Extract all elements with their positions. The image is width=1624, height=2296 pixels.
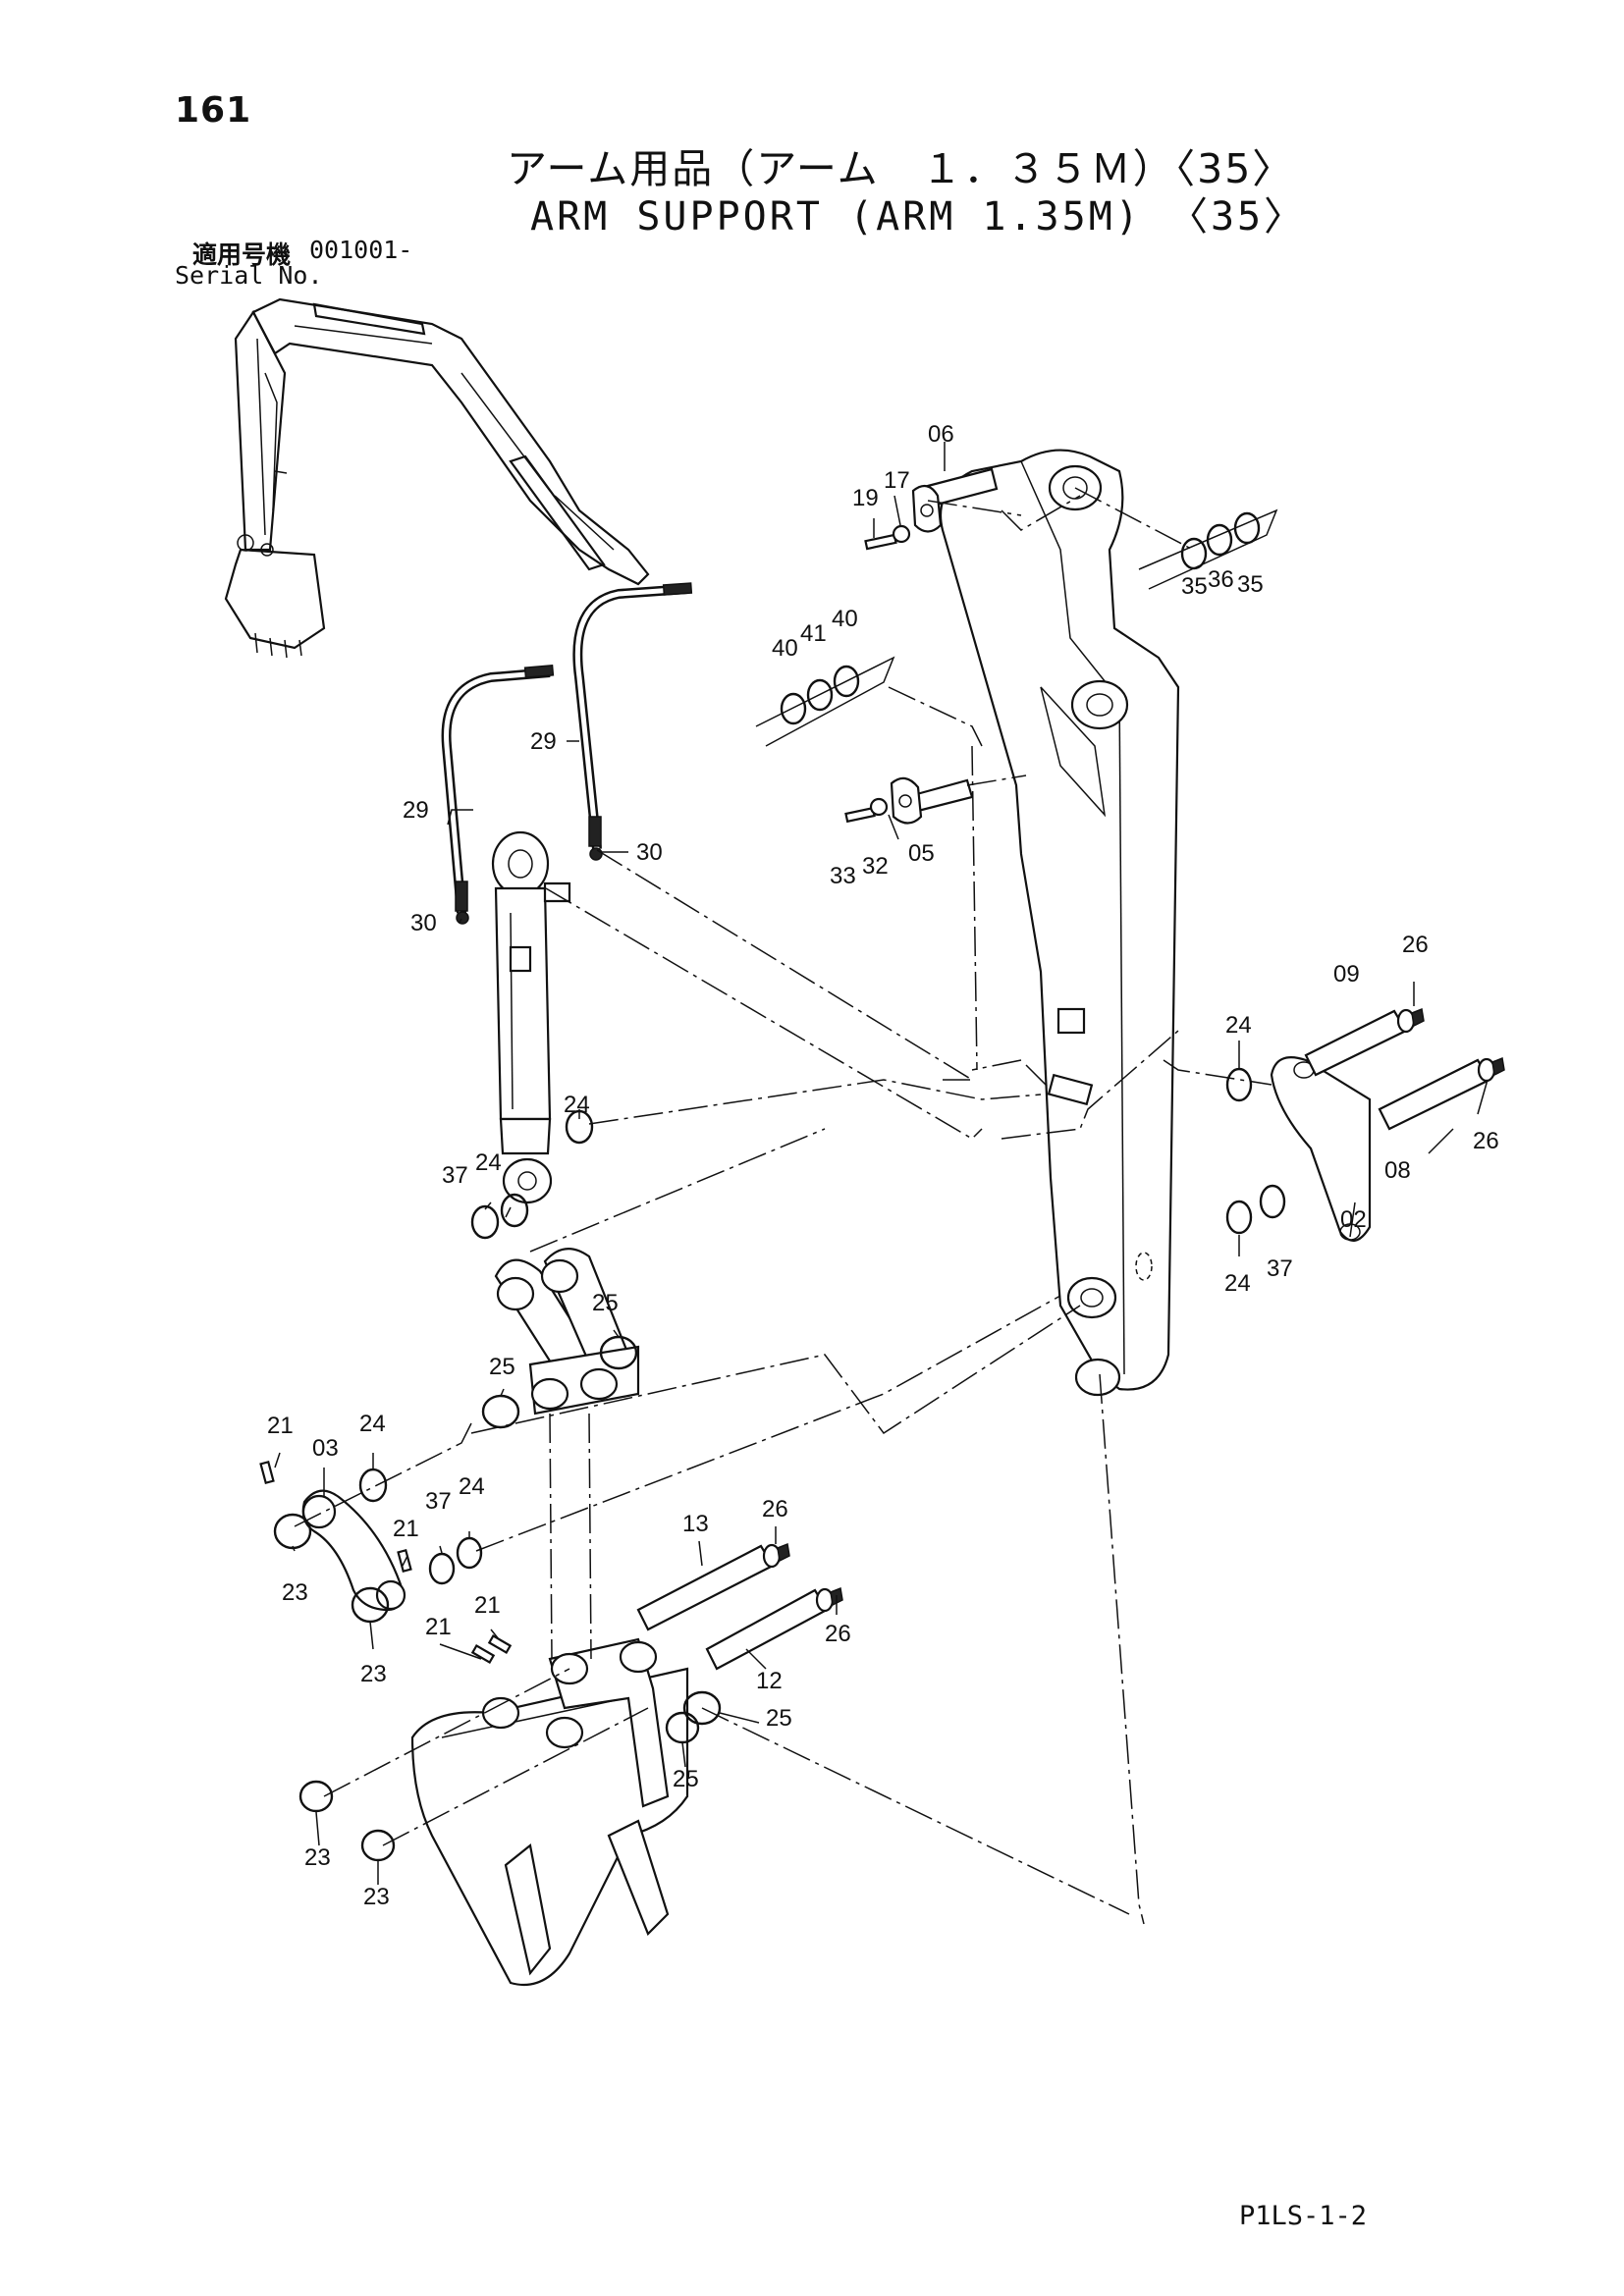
seal-23-d — [360, 1829, 396, 1862]
link-02 — [1270, 1056, 1372, 1242]
callout-label: 25 — [489, 1354, 515, 1380]
hydraulic-hoses — [441, 582, 693, 925]
callout-label: 32 — [862, 853, 889, 880]
callout-label: 37 — [1267, 1255, 1293, 1282]
callout-label: 25 — [673, 1766, 699, 1792]
washer-24-link03 — [358, 1468, 388, 1503]
callout-label: 26 — [1402, 932, 1429, 958]
callout-labels: 06 19 17 35 36 35 40 41 40 29 29 30 30 3… — [267, 421, 1499, 1910]
pin-12 — [705, 1586, 843, 1671]
serial-label-english: Serial No. — [175, 261, 323, 290]
pin-08 — [1378, 1056, 1505, 1131]
callout-label: 12 — [756, 1668, 783, 1694]
callout-label: 24 — [1225, 1012, 1252, 1039]
callout-label: 25 — [592, 1290, 619, 1316]
callout-label: 21 — [267, 1413, 294, 1439]
callout-label: 40 — [832, 606, 858, 632]
callout-label: 29 — [403, 797, 429, 824]
callout-label: 06 — [928, 421, 954, 448]
washer-37-cyl — [470, 1204, 500, 1240]
callout-label: 24 — [475, 1149, 502, 1176]
washer-37-link03 — [428, 1552, 456, 1585]
alignment-lines — [294, 487, 1272, 1925]
washer-24-cyl-b — [500, 1193, 529, 1228]
callout-label: 37 — [442, 1162, 468, 1189]
callout-label: 08 — [1384, 1157, 1411, 1184]
drawing-code: P1LS-1-2 — [1239, 2201, 1368, 2231]
serial-code: 001001- — [309, 236, 413, 264]
washer-24-upper — [1225, 1067, 1253, 1102]
callout-label: 02 — [1340, 1206, 1367, 1233]
callout-label: 29 — [530, 728, 557, 755]
callout-label: 19 — [852, 485, 879, 511]
o-ring-25-b — [481, 1394, 520, 1429]
callout-label: 21 — [393, 1516, 419, 1542]
washer-37-right — [1259, 1184, 1286, 1219]
callout-label: 24 — [564, 1092, 590, 1118]
callout-label: 30 — [410, 910, 437, 936]
callout-label: 13 — [682, 1511, 709, 1537]
callout-label: 17 — [884, 467, 910, 494]
link-03 — [259, 1460, 412, 1612]
bucket — [410, 1637, 689, 1987]
callout-label: 26 — [762, 1496, 788, 1522]
pin-06-assembly — [864, 467, 999, 551]
excavator-overview-illustration — [224, 297, 650, 659]
callout-label: 35 — [1237, 571, 1264, 598]
leader-lines — [274, 442, 1489, 1885]
callout-label: 26 — [1473, 1128, 1499, 1154]
callout-label: 26 — [825, 1621, 851, 1647]
bucket-cylinder — [491, 830, 571, 1204]
callout-label: 05 — [908, 840, 935, 867]
title-english: ARM SUPPORT (ARM 1.35M) 〈35〉 — [530, 194, 1307, 240]
callout-label: 33 — [830, 863, 856, 889]
callout-label: 24 — [359, 1411, 386, 1437]
callout-label: 37 — [425, 1488, 452, 1515]
pin-05-assembly — [844, 776, 974, 825]
h-link — [494, 1248, 640, 1415]
callout-label: 09 — [1333, 961, 1360, 988]
pin-09 — [1304, 1007, 1425, 1077]
callout-label: 36 — [1208, 566, 1234, 593]
shim-panel-35-36 — [1138, 508, 1278, 590]
callout-label: 35 — [1181, 573, 1208, 600]
callout-label: 23 — [282, 1579, 308, 1606]
arm — [939, 449, 1180, 1397]
o-ring-25-c — [682, 1690, 722, 1726]
seal-23-a — [273, 1513, 312, 1550]
callout-label: 23 — [363, 1884, 390, 1910]
callout-label: 21 — [474, 1592, 501, 1619]
callout-label: 30 — [636, 839, 663, 866]
callout-label: 40 — [772, 635, 798, 662]
callout-label: 23 — [360, 1661, 387, 1687]
callout-label: 21 — [425, 1614, 452, 1640]
callout-label: 41 — [800, 620, 827, 647]
title-japanese: アーム用品（アーム １．３５Ｍ）〈35〉 — [507, 145, 1295, 192]
callout-label: 24 — [1224, 1270, 1251, 1297]
page-number: 161 — [175, 90, 252, 131]
shim-panel-40-41 — [755, 656, 895, 747]
serial-label-japanese: 適用号機 — [192, 240, 292, 269]
washer-24-link03-b — [456, 1536, 483, 1570]
washer-24-lower — [1225, 1200, 1253, 1235]
pin-13 — [636, 1542, 790, 1631]
seal-23-c — [298, 1780, 334, 1813]
callout-label: 03 — [312, 1435, 339, 1462]
callout-label: 25 — [766, 1705, 792, 1732]
callout-label: 24 — [459, 1473, 485, 1500]
callout-label: 23 — [304, 1844, 331, 1871]
